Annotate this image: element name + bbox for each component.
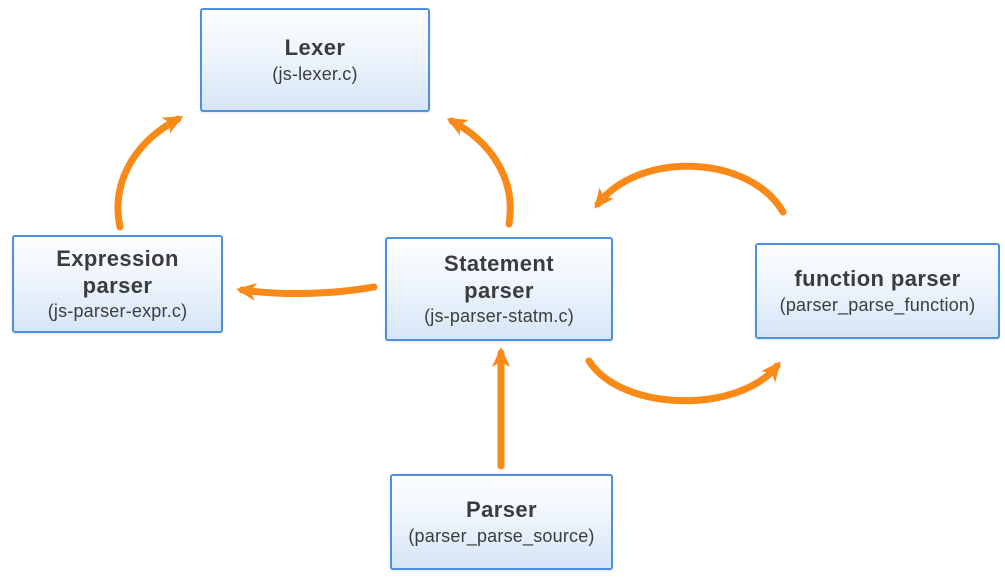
- node-statement-parser-title: Statement parser: [444, 251, 554, 303]
- node-parser: Parser (parser_parse_source): [390, 474, 613, 570]
- edge-statement-parser-to-function-parser: [585, 357, 781, 405]
- node-expression-parser-subtitle: (js-parser-expr.c): [47, 300, 188, 321]
- edge-function-parser-to-statement-parser: [594, 162, 787, 216]
- node-function-parser: function parser (parser_parse_function): [755, 243, 1000, 339]
- node-parser-subtitle: (parser_parse_source): [408, 525, 595, 546]
- node-expression-parser: Expression parser (js-parser-expr.c): [12, 235, 223, 333]
- node-statement-parser-subtitle: (js-parser-statm.c): [424, 305, 574, 326]
- edge-statement-parser-to-lexer: [446, 117, 514, 228]
- node-lexer: Lexer (js-lexer.c): [200, 8, 430, 112]
- node-parser-title: Parser: [466, 497, 537, 523]
- edge-statement-parser-to-expression-parser: [236, 283, 378, 301]
- node-statement-parser: Statement parser (js-parser-statm.c): [385, 237, 613, 341]
- node-function-parser-subtitle: (parser_parse_function): [779, 294, 976, 315]
- node-lexer-subtitle: (js-lexer.c): [272, 63, 358, 84]
- node-expression-parser-title: Expression parser: [56, 246, 179, 298]
- node-lexer-title: Lexer: [284, 35, 346, 61]
- edge-expression-parser-to-lexer: [114, 115, 184, 231]
- node-function-parser-title: function parser: [794, 266, 961, 292]
